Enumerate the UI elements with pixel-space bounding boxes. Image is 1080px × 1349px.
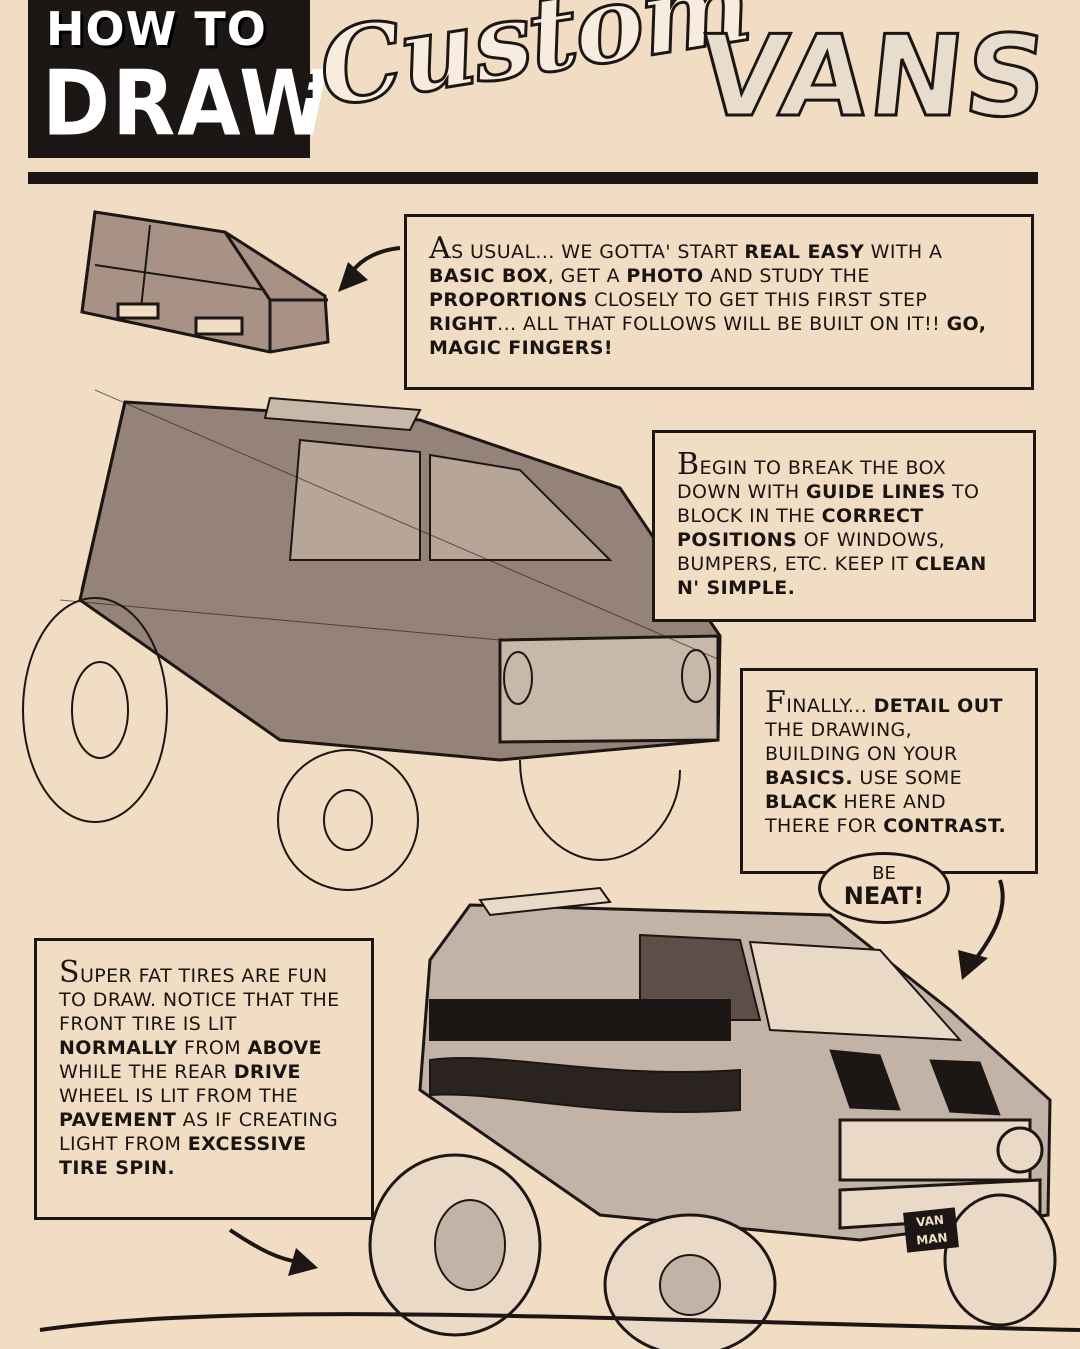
step-1-caption: AS USUAL... WE GOTTA' START REAL EASY WI… — [404, 214, 1034, 390]
step-1-emphasis: PROPORTIONS — [429, 289, 588, 311]
step-3-text: USE SOME — [852, 767, 963, 789]
step-2-emphasis: CORRECT POSITIONS — [677, 505, 924, 551]
step-2-caption: BEGIN TO BREAK THE BOX DOWN WITH GUIDE L… — [652, 430, 1036, 622]
step-4-caption: SUPER FAT TIRES ARE FUN TO DRAW. NOTICE … — [34, 938, 374, 1220]
step-2-text: OF WINDOWS, BUMPERS, ETC. KEEP IT — [677, 529, 946, 575]
step-4-emphasis: ABOVE — [247, 1037, 322, 1059]
step-3-drop-cap: F — [765, 685, 787, 720]
step-1-emphasis: REAL EASY — [744, 241, 865, 263]
step-1-text: CLOSELY TO GET THIS FIRST STEP — [587, 289, 928, 311]
step-1-text: S USUAL... WE GOTTA' START — [451, 241, 745, 263]
step-1-text: ... ALL THAT FOLLOWS WILL BE BUILT ON IT… — [497, 313, 947, 335]
step-4-text: WHILE THE REAR — [59, 1061, 234, 1083]
bubble-line-1: BE — [872, 863, 896, 884]
step-2-emphasis: GUIDE LINES — [805, 481, 946, 503]
step-1-emphasis: PHOTO — [626, 265, 704, 287]
basic-box-drawing — [80, 210, 330, 354]
step-3-text: HERE AND THERE FOR — [765, 791, 946, 837]
guide-line-van-drawing — [22, 389, 722, 891]
step-3-emphasis: BLACK — [765, 791, 837, 813]
arrow-to-box-1 — [350, 246, 401, 274]
step-3-text: INALLY... — [786, 695, 874, 717]
step-4-text: FROM — [177, 1037, 248, 1059]
step-4-drop-cap: S — [59, 955, 80, 990]
step-2-emphasis: CLEAN N' SIMPLE. — [677, 553, 987, 599]
step-3-caption: FINALLY... DETAIL OUT THE DRAWING, BUILD… — [740, 668, 1038, 874]
step-4-text: UPER FAT TIRES ARE FUN TO DRAW. NOTICE T… — [59, 965, 340, 1035]
title-colon: : — [300, 58, 318, 109]
be-neat-speech-bubble: BE NEAT! — [818, 852, 950, 924]
step-1-drop-cap: A — [429, 231, 452, 266]
step-1-emphasis: BASIC BOX — [429, 265, 548, 287]
step-2-text: EGIN TO BREAK THE BOX DOWN WITH — [677, 457, 947, 503]
step-2-drop-cap: B — [677, 447, 700, 482]
step-1-text: AND STUDY THE — [703, 265, 870, 287]
step-3-emphasis: BASICS. — [765, 767, 853, 789]
step-3-emphasis: CONTRAST. — [883, 815, 1007, 837]
bubble-line-2: NEAT! — [843, 882, 925, 910]
title-draw: DRAW — [42, 52, 332, 157]
step-1-text: WITH A — [864, 241, 943, 263]
step-4-text: AS IF CREATING LIGHT FROM — [59, 1109, 339, 1155]
title-divider — [28, 172, 1038, 184]
how-to-draw-title-block: HOW TO DRAW — [28, 0, 329, 158]
step-1-emphasis: RIGHT — [429, 313, 498, 335]
title-how-to: HOW TO — [46, 2, 267, 56]
step-4-emphasis: DRIVE — [233, 1061, 301, 1083]
step-4-emphasis: EXCESSIVE TIRE SPIN. — [59, 1133, 307, 1179]
step-4-text: WHEEL IS LIT FROM THE — [59, 1085, 299, 1107]
arrow-from-box-3 — [973, 879, 1005, 962]
step-1-emphasis: GO, MAGIC FINGERS! — [429, 313, 987, 359]
step-4-emphasis: PAVEMENT — [59, 1109, 177, 1131]
step-3-text: THE DRAWING, BUILDING ON YOUR — [765, 719, 958, 765]
step-1-text: , GET A — [547, 265, 627, 287]
step-2-text: TO BLOCK IN THE — [677, 481, 980, 527]
plate-line-2: MAN — [915, 1230, 949, 1248]
van-man-license-plate: VAN MAN — [903, 1207, 959, 1253]
detailed-van-drawing — [39, 886, 1080, 1349]
step-4-emphasis: NORMALLY — [59, 1037, 178, 1059]
step-3-emphasis: DETAIL OUT — [873, 695, 1003, 717]
arrow-from-box-4 — [228, 1228, 301, 1264]
